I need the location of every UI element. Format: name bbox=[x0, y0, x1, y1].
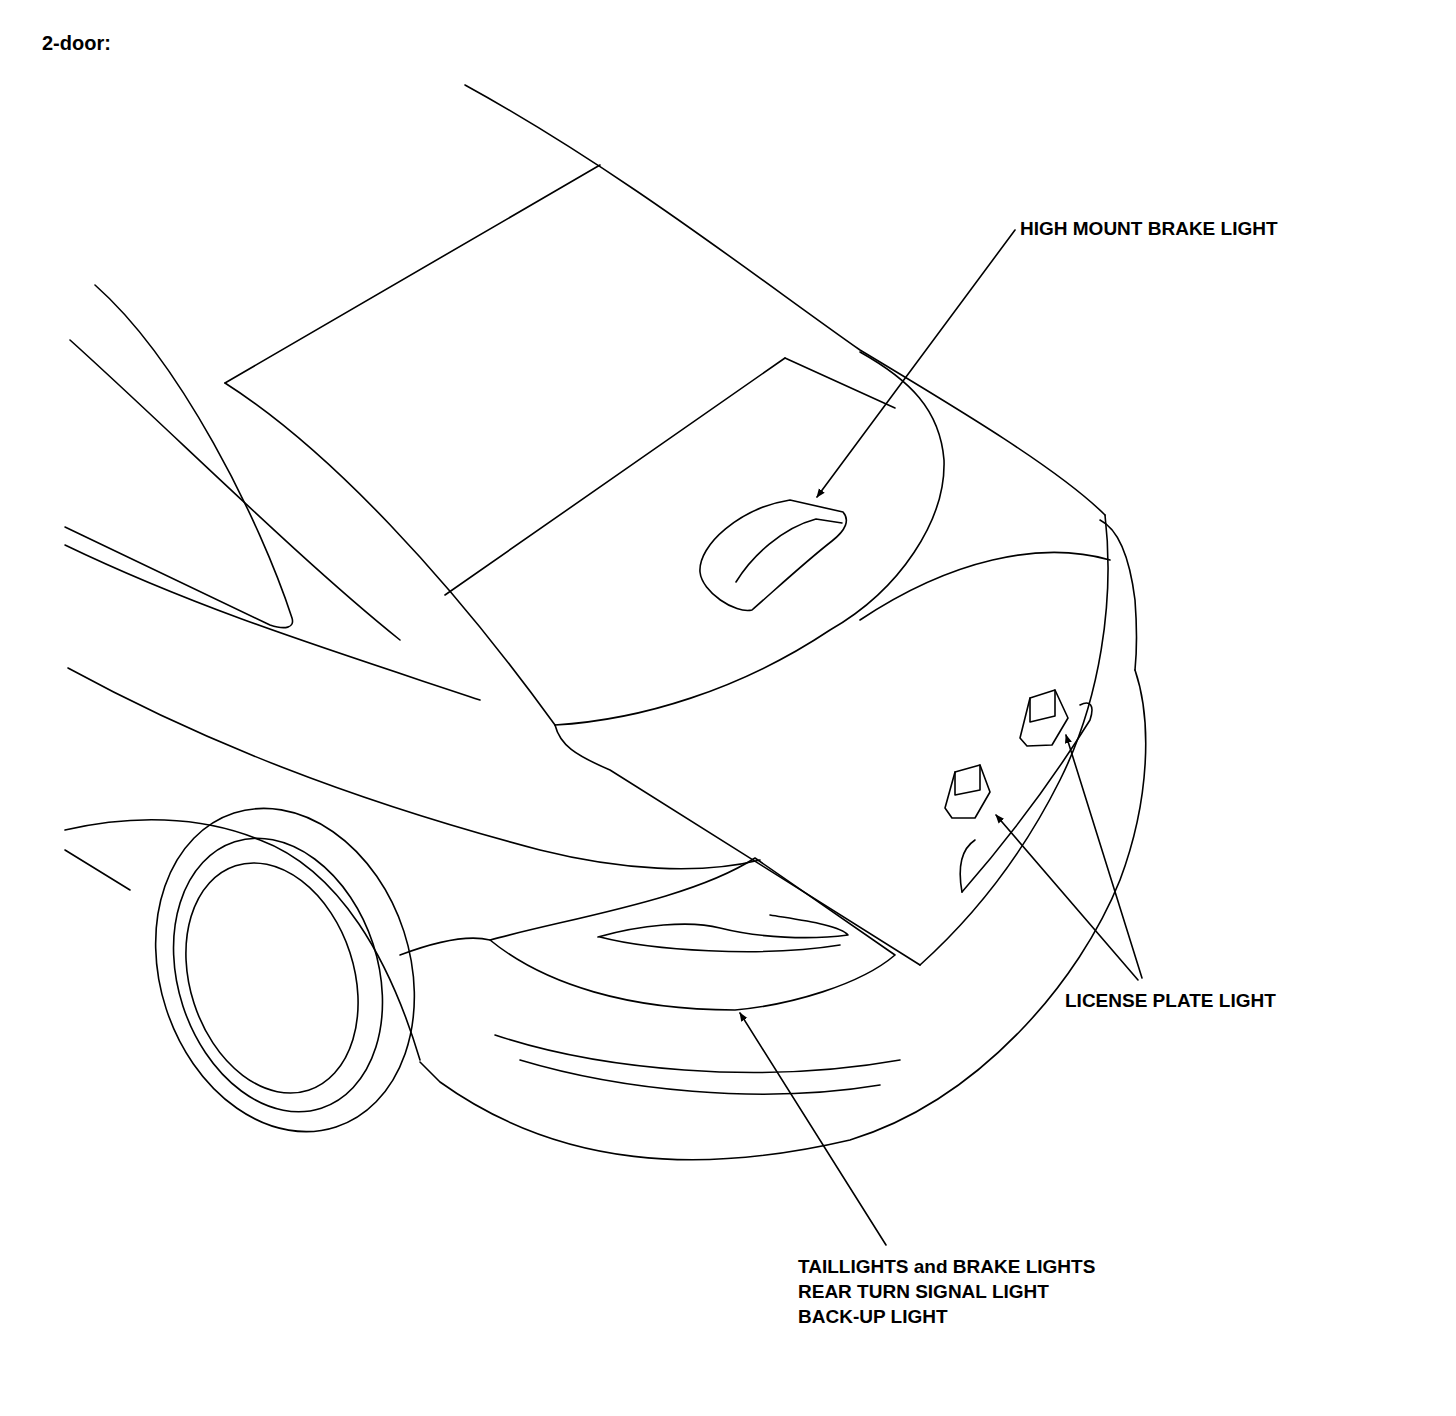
line-art bbox=[960, 840, 975, 892]
line-art bbox=[65, 850, 130, 890]
line-art bbox=[945, 765, 990, 818]
part-label: TAILLIGHTS and BRAKE LIGHTS bbox=[798, 1256, 1095, 1278]
line-art bbox=[465, 85, 1105, 515]
line-art bbox=[600, 937, 840, 952]
line-art bbox=[598, 915, 848, 938]
line-art bbox=[1020, 690, 1068, 746]
line-art bbox=[490, 858, 895, 1010]
part-label: HIGH MOUNT BRAKE LIGHT bbox=[1020, 218, 1278, 240]
line-art bbox=[860, 553, 1110, 621]
part-label: REAR TURN SIGNAL LIGHT bbox=[798, 1281, 1049, 1303]
line-art bbox=[520, 1060, 880, 1094]
line-art bbox=[225, 165, 600, 383]
line-art bbox=[736, 519, 842, 582]
line-art bbox=[400, 938, 490, 955]
line-art bbox=[1100, 520, 1137, 670]
line-art bbox=[115, 774, 455, 1165]
part-label: LICENSE PLATE LIGHT bbox=[1065, 990, 1276, 1012]
line-art bbox=[920, 515, 1108, 965]
line-art bbox=[740, 1013, 886, 1245]
line-art bbox=[445, 358, 785, 595]
line-art bbox=[495, 1035, 900, 1072]
line-art bbox=[817, 230, 1015, 497]
line-art bbox=[68, 668, 760, 869]
line-art bbox=[225, 383, 555, 725]
line-art bbox=[700, 500, 846, 610]
line-art bbox=[140, 811, 417, 1139]
line-art bbox=[955, 765, 980, 795]
line-art bbox=[555, 352, 944, 725]
line-art bbox=[158, 840, 387, 1115]
line-art bbox=[70, 340, 400, 640]
line-art bbox=[785, 358, 895, 408]
line-art bbox=[65, 285, 293, 628]
line-art bbox=[65, 85, 1146, 1245]
part-label: BACK-UP LIGHT bbox=[798, 1306, 948, 1328]
line-art bbox=[65, 545, 480, 700]
line-art bbox=[1030, 690, 1055, 722]
line-art bbox=[1066, 735, 1142, 978]
line-art bbox=[555, 725, 920, 965]
line-art bbox=[420, 670, 1146, 1160]
line-art bbox=[65, 820, 420, 1060]
line-art bbox=[962, 703, 1092, 892]
view-title: 2-door: bbox=[42, 32, 111, 55]
